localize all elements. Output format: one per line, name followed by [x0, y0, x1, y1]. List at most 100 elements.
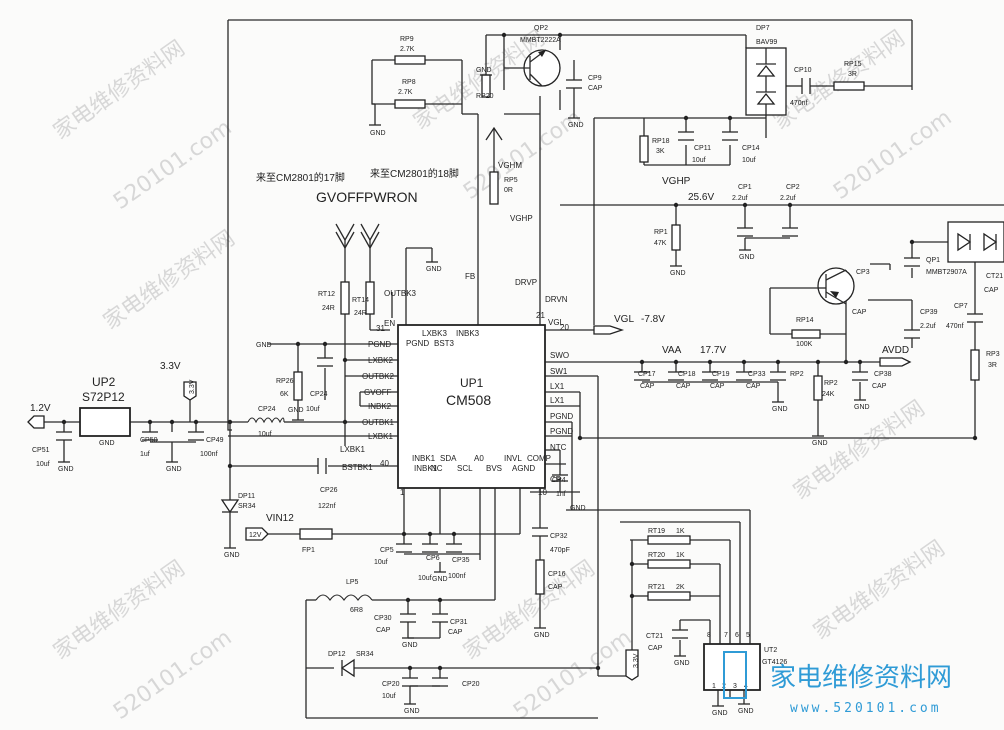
rail-vgl: VGL — [614, 314, 634, 325]
gnd-symbol: GND — [738, 703, 754, 715]
svg-text:GND: GND — [670, 270, 686, 277]
watermark-text: 家电维修资料网 — [49, 36, 190, 145]
capacitors: CP9 CAP CP10 470nf CP11 10uf CP14 10uf C… — [32, 67, 983, 700]
comp-val: 47K — [654, 240, 667, 247]
gnd-symbol: GND — [739, 249, 755, 261]
comp-val: 24R — [354, 310, 367, 317]
port-3v3 — [183, 381, 197, 401]
comp-ref: DP7 — [756, 25, 770, 32]
port-vgl — [593, 325, 625, 335]
rail-avdd: AVDD — [882, 345, 909, 356]
comp-val: 2.2uf — [780, 195, 796, 202]
pin-number: 1 — [712, 683, 716, 690]
gnd-symbol: GND — [712, 705, 728, 717]
gnd-symbol: GND — [166, 461, 182, 473]
gnd-symbol: GND — [568, 117, 584, 129]
comp-val: CAP — [448, 629, 463, 636]
pin-label: FB — [465, 272, 475, 281]
svg-text:GND: GND — [166, 466, 182, 473]
rail-vaa: VAA — [662, 345, 682, 356]
comp-val: CAP — [588, 85, 603, 92]
gnd-symbol: GND — [772, 401, 788, 413]
comp-ref: RP2 — [824, 380, 838, 387]
comp-val: 0R — [504, 187, 513, 194]
comp-ref: CP3 — [856, 269, 870, 276]
comp-val: CAP — [648, 645, 663, 652]
comp-ref: CP16 — [548, 571, 566, 578]
pin-number: 5 — [746, 632, 750, 639]
comp-ref: RP9 — [400, 36, 414, 43]
ic-up1-ref: UP1 — [460, 376, 484, 390]
pin-label: CP — [550, 475, 561, 484]
comp-ref: CP38 — [874, 371, 892, 378]
comp-ref: CP2 — [786, 184, 800, 191]
comp-ref: CP33 — [748, 371, 766, 378]
pin-label: INBK1 — [412, 454, 436, 463]
svg-text:GND: GND — [288, 407, 304, 414]
gnd-symbol: GND — [476, 67, 492, 76]
comp-ref: LP5 — [346, 579, 359, 586]
comp-val: 3R — [848, 71, 857, 78]
note-cm2801-18: 来至CM2801的18脚 — [370, 167, 459, 180]
tag-12v: 12V — [249, 532, 262, 539]
comp-ref: DP12 — [328, 651, 346, 658]
diode-dp11: DP11 SR34 — [220, 493, 256, 514]
comp-ref: RP18 — [652, 138, 670, 145]
pin-number: 8 — [707, 632, 711, 639]
comp-ref: CP35 — [452, 557, 470, 564]
gnd-symbol: GND — [432, 571, 448, 583]
transistor-qp2: QP2 MMBT2222A — [504, 25, 561, 87]
pin-label: NC — [431, 464, 443, 473]
port-3v3-ut2 — [625, 649, 639, 681]
comp-ref: CP20 — [462, 681, 480, 688]
watermark-text: 家电维修资料网 — [789, 396, 930, 505]
gnd-symbol: GND — [256, 342, 272, 349]
pin-number: 40 — [380, 459, 389, 468]
fuse-fp1: FP1 — [299, 528, 333, 554]
pin-label: OUTBK2 — [362, 372, 395, 381]
net-bstbk1: BSTBK1 — [342, 463, 373, 472]
comp-val: 1uf — [140, 451, 150, 458]
comp-val: 3K — [656, 148, 665, 155]
svg-text:GND: GND — [256, 342, 272, 349]
pin-label: SCL — [457, 464, 473, 473]
comp-ref: RT19 — [648, 528, 665, 535]
svg-text:GND: GND — [432, 576, 448, 583]
svg-text:GND: GND — [812, 440, 828, 447]
ic-up2-part: S72P12 — [82, 390, 125, 404]
ic-up1-part: CM508 — [446, 392, 491, 408]
ic-ut2-ref: UT2 — [764, 647, 777, 654]
pin-label: DRVP — [515, 278, 537, 287]
rail-vin12: VIN12 — [266, 513, 294, 524]
comp-ref: CT21 — [986, 273, 1003, 280]
net-lxbk1: LXBK1 — [340, 445, 365, 454]
watermark-text: 520101.com — [509, 625, 636, 725]
comp-val: 2K — [676, 584, 685, 591]
ic-ut2-part: GT4126 — [762, 659, 787, 666]
rail-vghp: VGHP — [662, 176, 691, 187]
comp-val: 24R — [322, 305, 335, 312]
pin-label: VGHP — [510, 214, 533, 223]
svg-text:GND: GND — [224, 552, 240, 559]
pin-label: A0 — [474, 454, 484, 463]
watermark-text: 520101.com — [109, 115, 236, 215]
pin-label: OUTBK1 — [362, 418, 395, 427]
watermark-text: 家电维修资料网 — [99, 226, 240, 335]
comp-val: MMBT2222A — [520, 37, 561, 44]
svg-text:GND: GND — [568, 122, 584, 129]
comp-ref: RP5 — [504, 177, 518, 184]
comp-ref: QP1 — [926, 257, 940, 264]
svg-text:GND: GND — [402, 642, 418, 649]
logo-text: 家电维修资料网 — [770, 663, 952, 693]
pin-label: BVS — [486, 464, 502, 473]
comp-ref: RP8 — [402, 79, 416, 86]
comp-ref: RP3 — [986, 351, 1000, 358]
watermark-text: 520101.com — [109, 625, 236, 725]
comp-ref: CP24 — [310, 391, 328, 398]
comp-val: 10uf — [742, 157, 756, 164]
comp-ref: CP39 — [920, 309, 938, 316]
pin-number: 7 — [724, 632, 728, 639]
gnd-symbol: GND — [570, 505, 586, 512]
comp-ref: RT20 — [648, 552, 665, 559]
